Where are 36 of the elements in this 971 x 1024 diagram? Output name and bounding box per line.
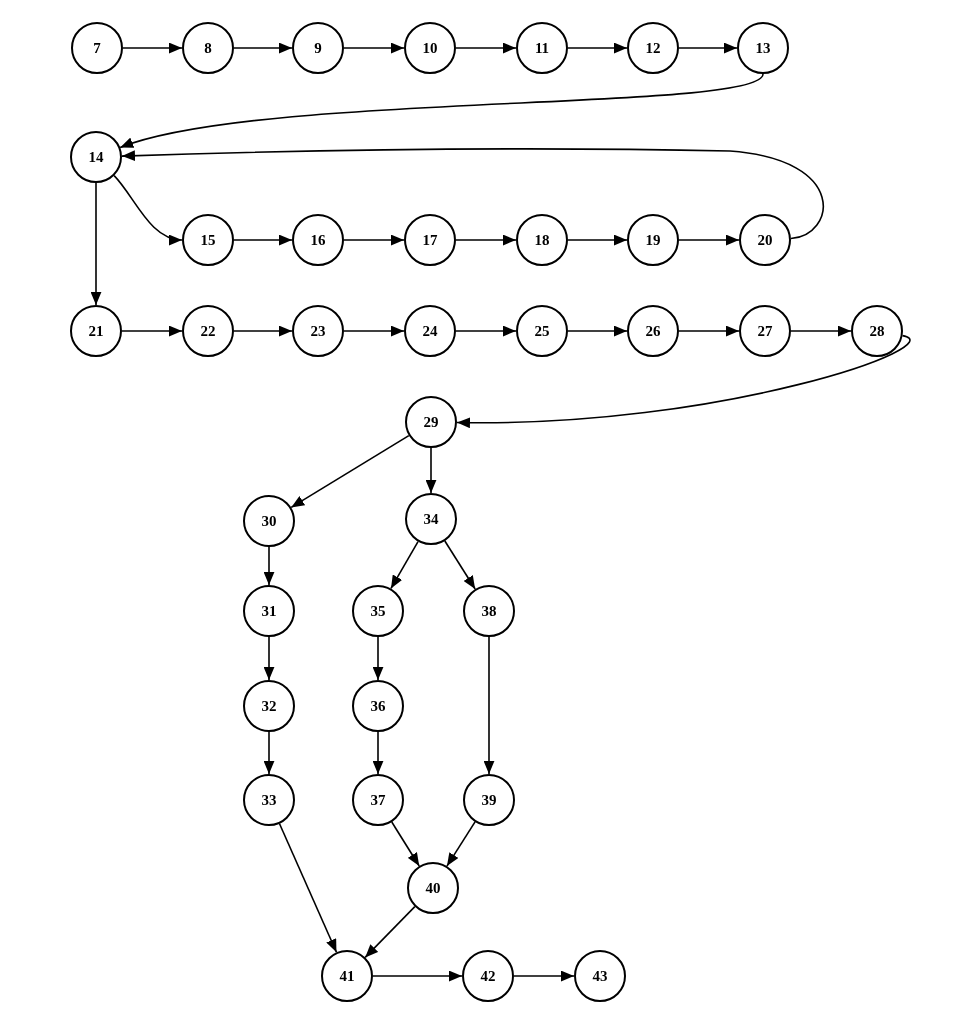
arrow [678, 234, 740, 246]
arrow [343, 234, 405, 246]
arrow [263, 546, 275, 586]
arrow [372, 970, 463, 982]
arrow [567, 325, 628, 337]
arrow [455, 42, 517, 54]
arrow [233, 325, 293, 337]
arrow [372, 636, 384, 681]
arrow [121, 147, 824, 240]
arrow [233, 42, 293, 54]
arrow [455, 234, 517, 246]
arrow [372, 731, 384, 775]
arrow [446, 821, 476, 867]
arrow [513, 970, 575, 982]
arrow [455, 325, 517, 337]
arrow [90, 182, 102, 306]
arrow [343, 325, 405, 337]
arrow [483, 636, 495, 775]
arrow [425, 447, 437, 494]
arrow [567, 42, 628, 54]
arrow [290, 434, 410, 509]
arrow [263, 636, 275, 681]
arrow [678, 42, 738, 54]
arrow [456, 334, 911, 428]
arrow [390, 821, 421, 867]
arrow [444, 540, 476, 590]
arrow [678, 325, 740, 337]
arrow [122, 42, 183, 54]
arrow [263, 731, 275, 775]
arrow [364, 905, 416, 959]
arrow [113, 174, 183, 244]
arrow [790, 325, 852, 337]
arrow [121, 325, 183, 337]
arrow [567, 234, 628, 246]
arrow [233, 234, 293, 246]
arrow [343, 42, 405, 54]
